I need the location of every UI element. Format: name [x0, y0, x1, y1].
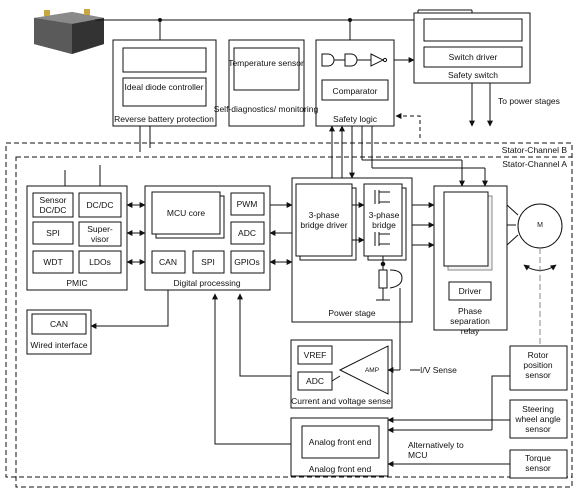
- shunt-resistor-icon: [376, 256, 403, 301]
- temperature-sensor-box: [233, 47, 300, 91]
- phase-relay-label: Phase separation relay: [450, 306, 490, 336]
- digital-processing-label: Digital processing: [173, 278, 241, 288]
- wired-interface-label: Wired interface: [30, 340, 88, 350]
- can-mcu-label: CAN: [159, 257, 177, 267]
- wdt-box: [32, 250, 74, 274]
- bridge-driver-box: [295, 183, 353, 257]
- power-stage-label: Power stage: [328, 308, 376, 318]
- spi-pmic-label: SPI: [46, 228, 60, 238]
- spi-mcu-label: SPI: [201, 257, 215, 267]
- pmic-label: PMIC: [66, 278, 88, 288]
- sensor-dcdc-label: Sensor DC/DC: [39, 195, 67, 215]
- spi-mcu-box: [192, 250, 225, 274]
- adc-mcu-label: ADC: [238, 228, 256, 238]
- afe-inner-box: [301, 425, 380, 459]
- mcu-core-box: [151, 191, 221, 235]
- supervisor-box: [78, 221, 122, 247]
- amp-label: AMP: [364, 367, 380, 374]
- motor-label: M: [537, 222, 543, 229]
- stator-channel-a-label: Stator-Channel A: [502, 159, 567, 169]
- comparator-label: Comparator: [332, 86, 378, 96]
- sensor-dcdc-box: [32, 192, 74, 218]
- bridge-driver-label: 3-phase bridge driver: [300, 210, 348, 230]
- iv-sense-label: I/V Sense: [420, 365, 457, 375]
- vref-label: VREF: [303, 350, 327, 360]
- spi-pmic-box: [32, 221, 74, 245]
- switch-driver-label: Switch driver: [448, 52, 498, 62]
- afe-outer-label: Analog front end: [308, 464, 372, 474]
- torque-sensor-label: Torque sensor: [525, 453, 551, 473]
- gpios-label: GPIOs: [234, 257, 260, 267]
- mcu-core-label: MCU core: [166, 208, 206, 218]
- pwm-box: [230, 192, 265, 216]
- vref-box: [297, 345, 333, 365]
- stator-channel-a-frame: [15, 156, 573, 488]
- can-wired-label: CAN: [50, 319, 68, 329]
- alternatively-to-mcu-label: Alternatively to MCU: [408, 440, 464, 460]
- pwm-label: PWM: [236, 199, 258, 209]
- can-mcu-box: [151, 250, 186, 274]
- logic-gates-icon: [321, 53, 388, 67]
- adc-mcu-box: [230, 221, 265, 245]
- switch-driver-box: [423, 46, 523, 68]
- can-wired-box: [31, 313, 87, 335]
- ldos-box: [78, 250, 122, 274]
- gpios-box: [230, 250, 265, 274]
- bridge-label: 3-phase bridge: [368, 210, 400, 230]
- driver-label: Driver: [458, 286, 482, 296]
- dcdc-label: DC/DC: [86, 200, 114, 210]
- ideal-diode-box: [122, 77, 207, 107]
- driver-box: [448, 281, 492, 301]
- safety-switch-label: Safety switch: [447, 70, 499, 80]
- ideal-diode-label: Ideal diode controller: [124, 82, 204, 92]
- ldos-label: LDOs: [89, 257, 111, 267]
- stator-channel-b-label: Stator-Channel B: [501, 145, 567, 155]
- battery-icon: [34, 9, 104, 54]
- rotor-position-sensor-label: Rotor position sensor: [523, 350, 553, 380]
- safety-logic-label: Safety logic: [333, 114, 377, 124]
- comparator-box: [321, 79, 389, 101]
- dcdc-box: [78, 192, 122, 218]
- supervisor-label: Super- visor: [87, 224, 113, 244]
- steering-wheel-angle-sensor-label: Steering wheel angle sensor: [515, 404, 561, 434]
- adc-sense-label: ADC: [306, 376, 324, 386]
- transistor-icon: [374, 190, 390, 246]
- steering-wheel-angle-sensor-box: [509, 399, 568, 439]
- afe-inner-label: Analog front end: [308, 437, 372, 447]
- reverse-battery-label: Reverse battery protection: [114, 114, 214, 124]
- torque-sensor-box: [509, 449, 568, 479]
- self-diagnostics-label: Self-diagnostics/ monitoring: [213, 104, 319, 114]
- to-power-stages-label: To power stages: [498, 96, 560, 106]
- rotor-position-sensor-box: [509, 345, 568, 391]
- temperature-sensor-label: Temperature sensor: [228, 58, 304, 68]
- current-voltage-sense-label: Current and voltage sense: [291, 396, 391, 406]
- wdt-label: WDT: [43, 257, 63, 267]
